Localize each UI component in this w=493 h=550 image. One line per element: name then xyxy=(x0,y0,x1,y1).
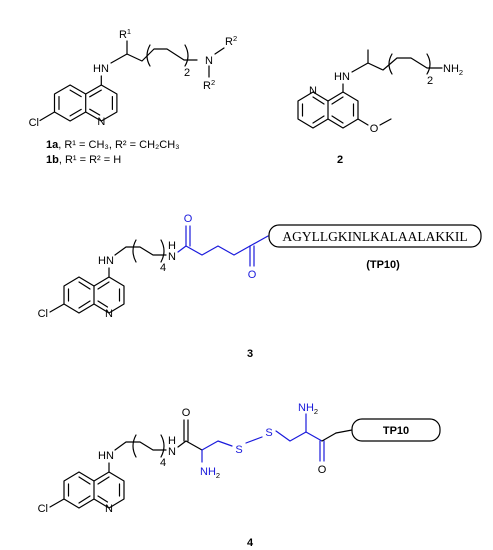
compound-3-o-bottom: O xyxy=(248,269,257,281)
compound-1-r1: R1 xyxy=(119,27,131,41)
compound-4-o-right: O xyxy=(318,464,327,476)
compound-3-cl: Cl xyxy=(38,308,48,320)
compound-1-side-chain xyxy=(110,40,225,78)
compound-4-quinoline xyxy=(49,462,125,509)
compound-1-hn: HN xyxy=(93,63,109,75)
compound-4-peptide-box xyxy=(351,418,441,442)
compound-1-n: N xyxy=(205,55,213,67)
compound-4-chain-count: 4 xyxy=(160,457,166,469)
compound-4-ring-n: N xyxy=(105,503,113,515)
compound-2-chain-count: 2 xyxy=(427,75,433,87)
caption-1b: 1b, R¹ = R² = H xyxy=(46,154,121,166)
compound-3-amide-h: H xyxy=(168,240,176,252)
compound-1-structure: N Cl HN R1 2 N R2 R2 xyxy=(29,27,238,129)
compound-4-s1: S xyxy=(235,444,242,456)
compound-4-peptide-name: TP10 xyxy=(383,425,409,437)
compound-2-side-chain xyxy=(351,49,443,75)
compound-4-nh2-bottom: NH2 xyxy=(200,466,220,480)
compound-4-amide-n: N xyxy=(168,446,176,458)
compound-4-amide-h: H xyxy=(168,435,176,447)
compound-3-linker xyxy=(114,225,269,267)
compound-1-chain-count: 2 xyxy=(184,67,190,79)
compound-2-number: 2 xyxy=(337,154,343,166)
compound-4-nh2-top: NH2 xyxy=(298,402,318,416)
compound-3-structure: N Cl HN 4 N H O O AGYLLGKINLKALAALAKKIL … xyxy=(38,213,482,320)
compound-3-number: 3 xyxy=(247,348,253,360)
compound-3-ring-n: N xyxy=(105,308,113,320)
compound-3-o-top: O xyxy=(184,213,193,225)
compound-3-amide-n: N xyxy=(168,251,176,263)
compound-1-r2-bottom: R2 xyxy=(203,78,215,92)
compound-2-hn: HN xyxy=(334,71,350,83)
compound-4-hn: HN xyxy=(98,450,114,462)
compound-4-o-left: O xyxy=(182,407,191,419)
compound-2-o: O xyxy=(370,123,379,135)
compound-1-r2-top: R2 xyxy=(225,34,237,48)
compound-4-linker xyxy=(114,413,353,463)
compound-3-hn: HN xyxy=(98,255,114,267)
compound-1-quinoline xyxy=(39,75,118,122)
compound-3-peptide-box xyxy=(268,224,482,248)
compound-1-ring-n: N xyxy=(97,116,105,128)
compound-3-quinoline xyxy=(49,267,125,314)
compound-4-number: 4 xyxy=(247,537,254,549)
compound-2-structure: N O HN 2 NH2 xyxy=(297,49,463,135)
compound-3-peptide-name: (TP10) xyxy=(366,259,400,271)
compound-3-peptide-sequence: AGYLLGKINLKALAALAKKIL xyxy=(282,229,467,244)
compound-4-structure: N Cl HN 4 N H O S S NH2 NH2 xyxy=(38,402,441,515)
compound-3-chain-count: 4 xyxy=(160,262,166,274)
compound-4-s2: S xyxy=(265,427,272,439)
compound-1-cl: Cl xyxy=(29,117,39,129)
compound-2-nh2: NH2 xyxy=(443,63,463,77)
compound-4-cl: Cl xyxy=(38,503,48,515)
caption-1a: 1a, R¹ = CH₃, R² = CH₂CH₃ xyxy=(46,139,180,151)
compound-2-quinoline xyxy=(297,83,392,129)
compound-2-ring-n: N xyxy=(309,85,317,97)
